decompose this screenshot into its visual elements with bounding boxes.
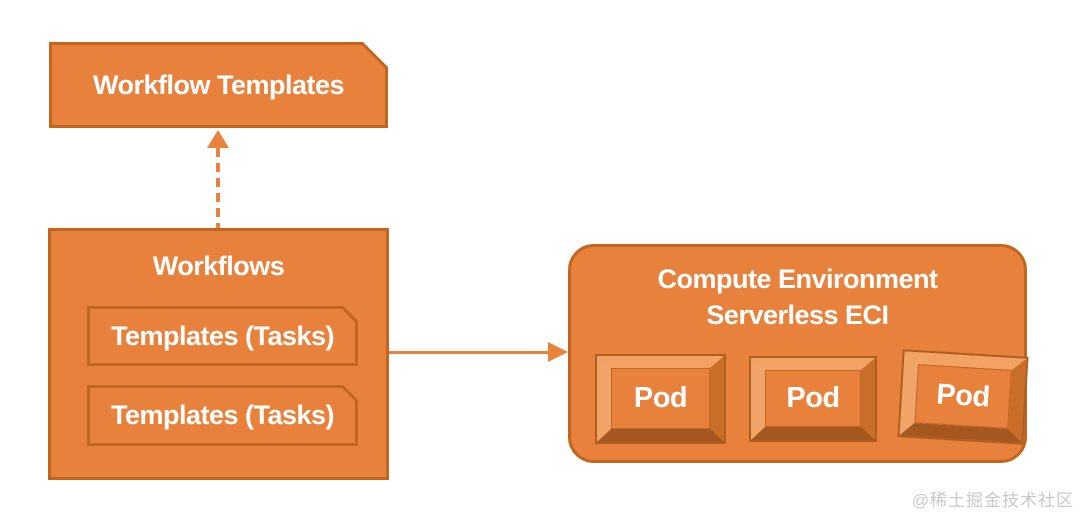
compute-environment-title-line2: Serverless ECI	[706, 300, 889, 330]
pod-box-3-face: Pod	[914, 364, 1012, 429]
compute-environment-title-line1: Compute Environment	[657, 264, 938, 294]
pod-box-2: Pod	[749, 356, 877, 442]
pod-box-3: Pod	[897, 349, 1029, 445]
templates-tasks-label-1: Templates (Tasks)	[110, 320, 335, 351]
pod-label-1: Pod	[633, 382, 688, 414]
templates-tasks-box-2: Templates (Tasks)	[87, 385, 358, 446]
pod-box-3-bevel: Pod	[899, 351, 1027, 443]
templates-tasks-label-2: Templates (Tasks)	[110, 400, 335, 430]
pod-box-1: Pod	[595, 354, 726, 444]
watermark: @稀土掘金技术社区	[911, 491, 1074, 510]
workflow-templates-box: Workflow Templates	[49, 42, 388, 128]
pod-box-1-bevel: Pod	[597, 356, 724, 442]
dashed-arrow-head-icon	[207, 130, 229, 148]
compute-environment-title: Compute Environment Serverless ECI	[571, 261, 1024, 333]
solid-arrow-head-icon	[548, 342, 568, 362]
workflows-box: Workflows Templates (Tasks) Templates (T…	[48, 228, 389, 480]
solid-arrow-line	[389, 351, 550, 354]
templates-tasks-box-2-fill: Templates (Tasks)	[90, 388, 355, 443]
dashed-arrow-line	[216, 148, 220, 228]
pod-label-2: Pod	[786, 382, 840, 414]
workflow-templates-label: Workflow Templates	[92, 69, 345, 100]
compute-environment-box: Compute Environment Serverless ECI Pod P…	[568, 244, 1029, 463]
pod-box-1-face: Pod	[611, 368, 710, 429]
pod-label-3: Pod	[935, 378, 991, 414]
templates-tasks-box-1: Templates (Tasks)	[87, 306, 358, 366]
workflows-title: Workflows	[152, 251, 285, 281]
workflow-templates-box-fill: Workflow Templates	[52, 45, 385, 125]
workflows-title-wrap: Workflows	[51, 251, 386, 282]
pod-box-2-face: Pod	[765, 370, 861, 427]
pod-box-2-bevel: Pod	[751, 358, 875, 440]
templates-tasks-box-1-fill: Templates (Tasks)	[90, 309, 355, 363]
